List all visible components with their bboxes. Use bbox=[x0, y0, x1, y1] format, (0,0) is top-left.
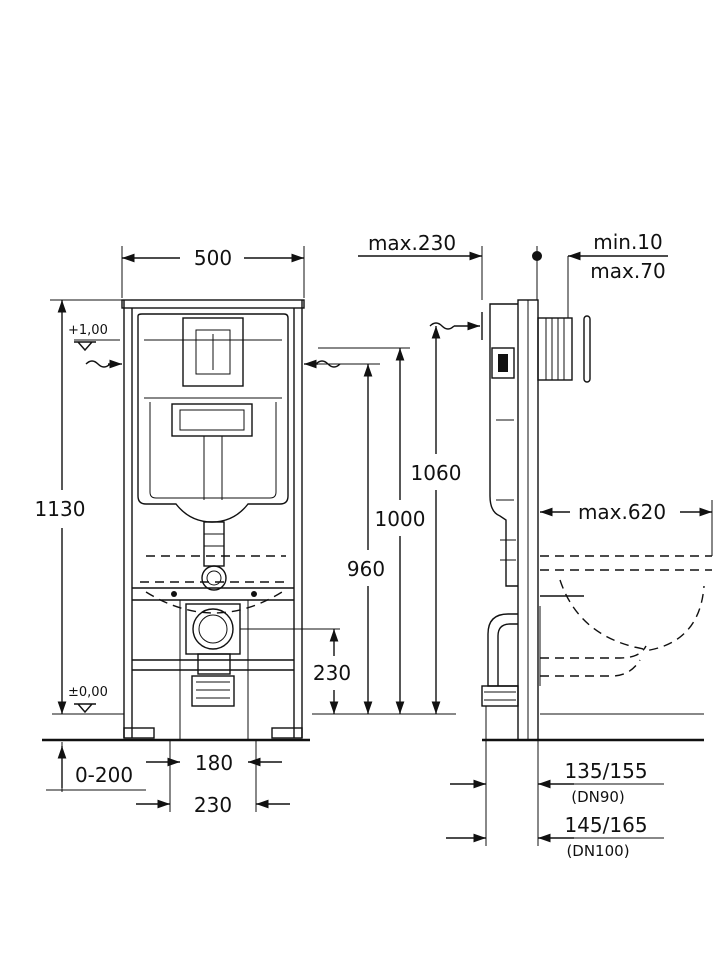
cistern bbox=[137, 313, 289, 523]
flush-valve bbox=[171, 403, 253, 437]
frame-foot-left bbox=[123, 727, 155, 739]
dim-height-960: 960 bbox=[347, 557, 385, 581]
flush-opening bbox=[182, 317, 244, 387]
dim-min-10: min.10 bbox=[593, 230, 663, 254]
dim-max-70: max.70 bbox=[590, 259, 665, 283]
flush-pipe-outlet bbox=[201, 565, 227, 591]
dim-height-1060: 1060 bbox=[411, 461, 462, 485]
wc-outline-front bbox=[140, 555, 290, 583]
frame-top-bar bbox=[121, 299, 305, 309]
dim-spacing-180: 180 bbox=[195, 751, 233, 775]
level-top-label: +1,00 bbox=[68, 323, 108, 338]
water-inlet-left bbox=[85, 359, 122, 369]
wc-outline-side bbox=[540, 555, 712, 571]
level-floor-label: ±0,00 bbox=[68, 685, 108, 700]
dim-dn100-label: (DN100) bbox=[566, 842, 629, 860]
dim-dn90-size: 135/155 bbox=[564, 759, 647, 783]
drain-pipe bbox=[191, 675, 235, 707]
dim-offset-0-200: 0-200 bbox=[75, 763, 133, 787]
dim-dn90-label: (DN90) bbox=[571, 788, 625, 806]
front-view: 500 +1,00 ±0,00 1130 960 1000 230 0-200 bbox=[35, 246, 456, 817]
dim-height-1000: 1000 bbox=[375, 507, 426, 531]
dim-dn100-size: 145/165 bbox=[564, 813, 647, 837]
side-view: max.230 min.10 max.70 1060 max.620 135/1… bbox=[358, 230, 713, 860]
dim-max-620: max.620 bbox=[578, 500, 666, 524]
dim-height-230: 230 bbox=[313, 661, 351, 685]
frame-foot-right bbox=[271, 727, 303, 739]
drain-bend-side bbox=[487, 613, 518, 687]
water-inlet-side bbox=[429, 312, 483, 340]
flush-plate bbox=[583, 315, 591, 383]
wall-box bbox=[537, 317, 573, 381]
dim-width-500: 500 bbox=[194, 246, 232, 270]
dim-max-230: max.230 bbox=[368, 231, 456, 255]
dim-spacing-230: 230 bbox=[194, 793, 232, 817]
dim-height-1130: 1130 bbox=[35, 497, 86, 521]
cistern-side bbox=[489, 303, 518, 587]
